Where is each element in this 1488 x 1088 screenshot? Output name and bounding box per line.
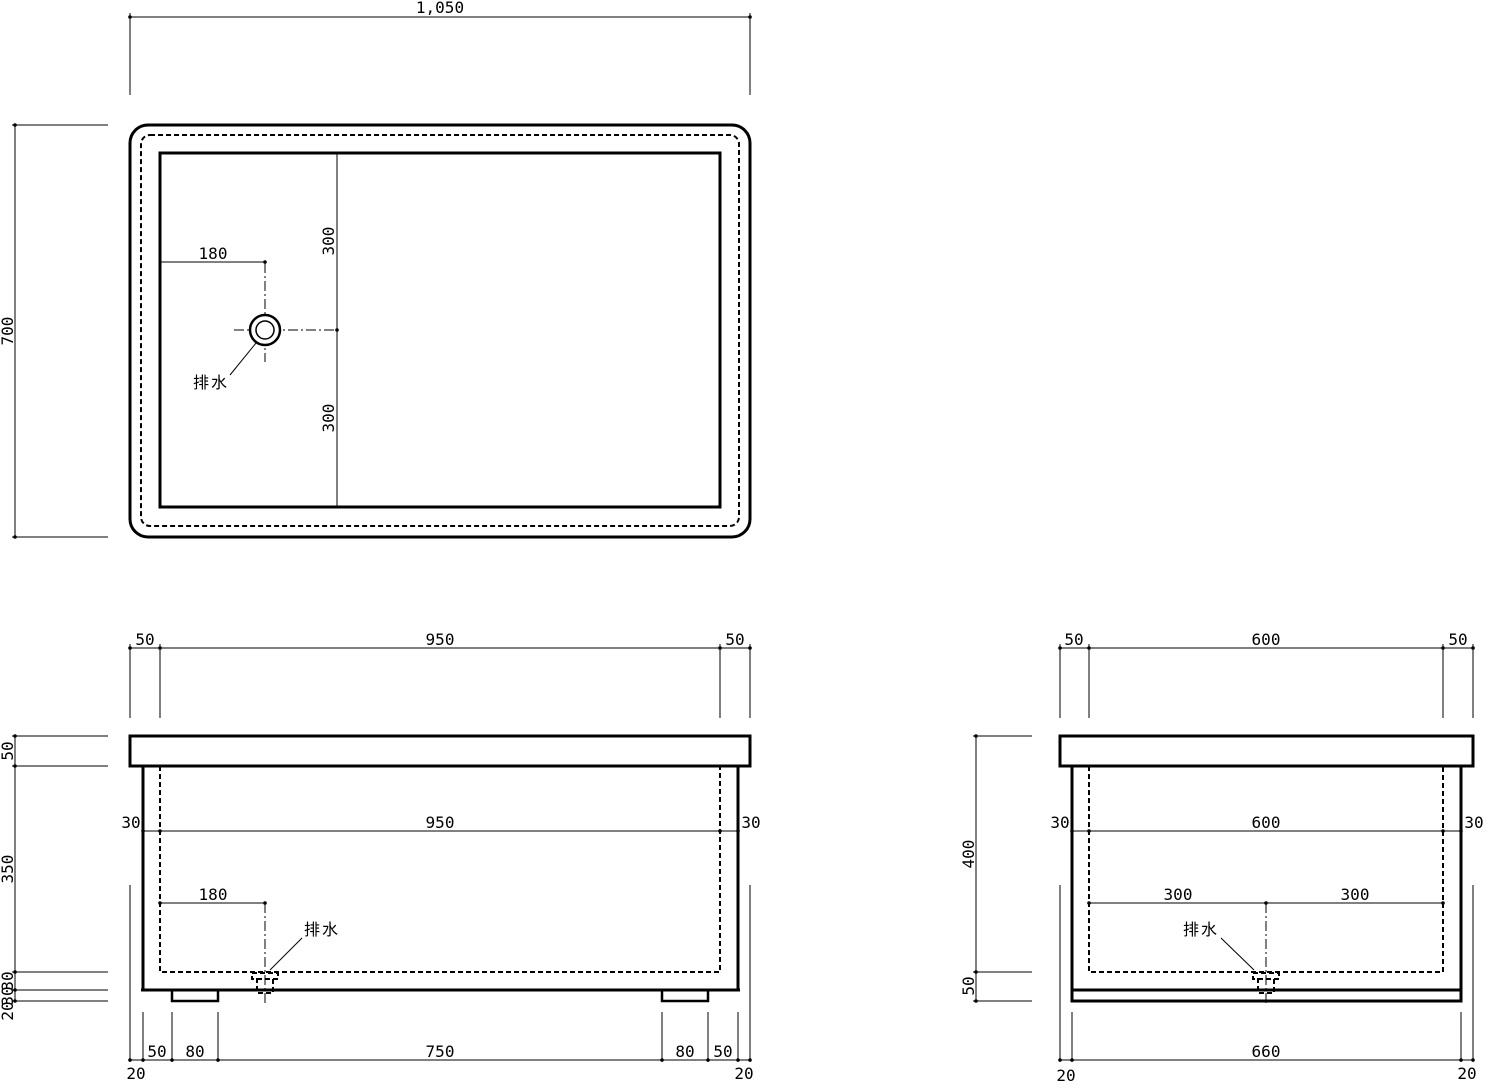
front-top-left-rim: 50 [135,630,154,649]
drain-icon [248,313,282,347]
side-top-dimension: 50 600 50 [1058,630,1475,718]
front-top-dimension: 50 950 50 [128,630,752,718]
front-bottom-leg-right: 80 [675,1042,694,1061]
side-top-right-rim: 50 [1448,630,1467,649]
front-inner-width: 950 [426,813,455,832]
side-bottom-right-20: 20 [1457,1064,1476,1083]
tub-outer-outline [128,123,752,539]
plan-depth-dimension: 700 [0,123,108,539]
plan-width-label: 1,050 [416,0,464,17]
front-left-foot [170,988,220,1003]
plan-width-dimension: 1,050 [128,0,752,95]
side-bottom-left-20: 20 [1056,1066,1075,1085]
front-top-inner-width: 950 [426,630,455,649]
side-right-wall: 30 [1464,813,1483,832]
front-bottom-left-20: 20 [126,1064,145,1083]
front-right-wall: 30 [741,813,760,832]
front-top-right-rim: 50 [725,630,744,649]
side-view: 50 600 50 30 600 30 300 300 排水 [959,630,1484,1085]
front-bottom-right-50: 50 [713,1042,732,1061]
front-bottom-right-20: 20 [734,1064,753,1083]
front-bottom-leg-left: 80 [185,1042,204,1061]
front-right-foot [660,988,710,1003]
side-rim [1058,734,1475,768]
tub-hidden-wall [140,134,740,527]
side-top-left-rim: 50 [1064,630,1083,649]
front-height-leg: 20 [0,1001,17,1020]
plan-view: 1,050 700 180 300 300 [0,0,752,539]
front-height-rim: 50 [0,741,17,760]
front-height-dimension: 50 350 30 30 20 [0,734,108,1021]
side-drain-left: 300 [1164,885,1193,904]
front-left-wall: 30 [121,813,140,832]
side-top-inner-width: 600 [1252,630,1281,649]
side-drain-label: 排水 [1183,920,1219,939]
plan-depth-label: 700 [0,317,17,346]
front-view: 50 950 50 30 950 30 180 排水 [0,630,761,1083]
side-left-wall: 30 [1050,813,1069,832]
side-height-base: 50 [959,976,978,995]
front-bottom-left-50: 50 [147,1042,166,1061]
plan-drain-offset-dimension: 180 [160,244,267,264]
front-height-body: 350 [0,855,17,884]
front-height-bottom: 30 [0,971,17,990]
side-inner-width: 600 [1252,813,1281,832]
front-bottom-between-legs: 750 [426,1042,455,1061]
front-drain-offset: 180 [199,885,228,904]
side-drain-right: 300 [1341,885,1370,904]
plan-drain-bottom-label: 300 [319,404,338,433]
plan-drain-label: 排水 [193,373,229,392]
plan-drain-offset-label: 180 [199,244,228,263]
side-height-dimension: 400 50 [959,734,1032,1003]
side-bottom-width: 660 [1252,1042,1281,1061]
front-rim [128,734,752,768]
plan-drain-top-label: 300 [319,227,338,256]
front-height-base: 30 [0,986,17,1005]
front-hidden-basin [159,766,721,973]
side-height-total: 400 [959,840,978,869]
tub-inner-basin [158,151,722,509]
front-drain-label: 排水 [304,920,340,939]
